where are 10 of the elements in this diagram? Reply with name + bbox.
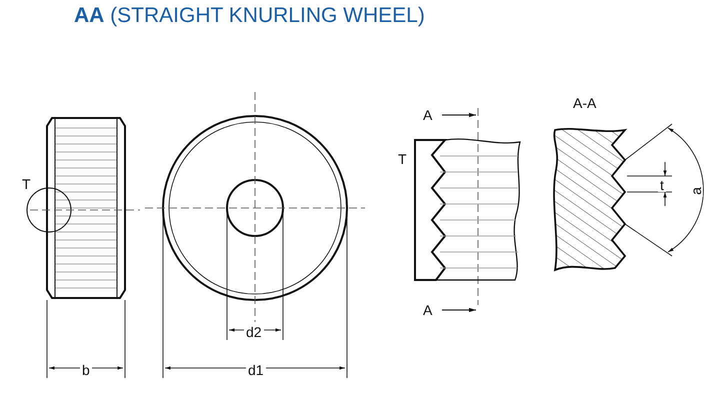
detail-label: T — [22, 177, 31, 191]
title: AA (STRAIGHT KNURLING WHEEL) — [74, 4, 425, 28]
dimension-label: t — [658, 178, 666, 192]
section-label: A-A — [573, 96, 596, 110]
section-label: A — [423, 108, 432, 122]
dimension-label: d1 — [246, 363, 266, 377]
dimension-label: b — [80, 363, 92, 377]
detail-label: T — [398, 152, 407, 166]
dimension-label: d2 — [244, 325, 264, 339]
section-label: A — [423, 303, 432, 317]
